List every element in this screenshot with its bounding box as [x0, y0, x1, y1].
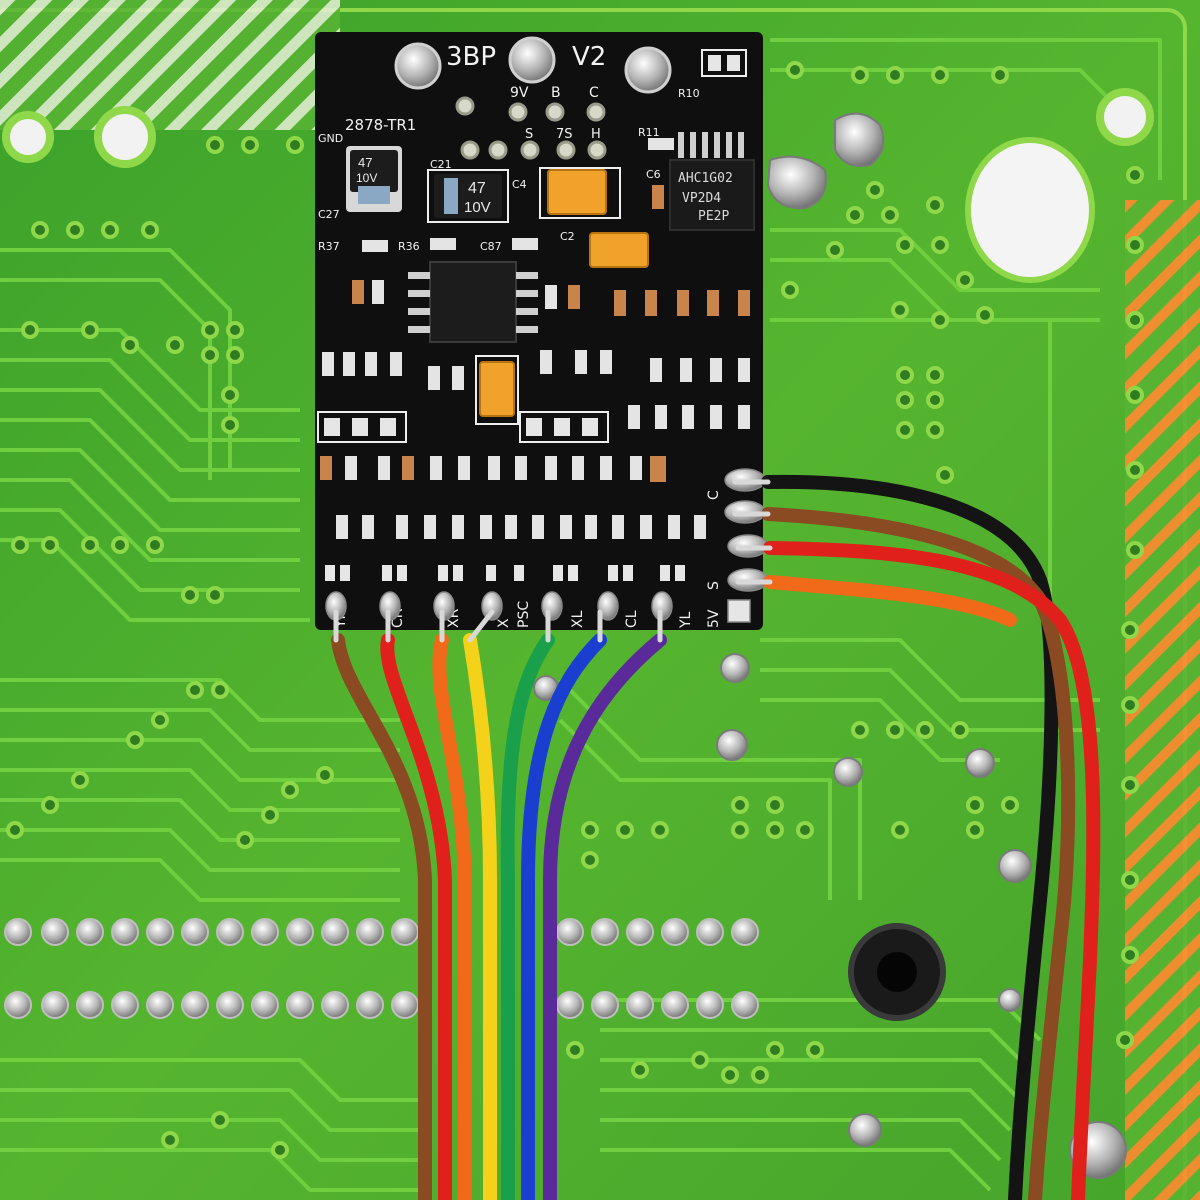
- mod-jumper-row-right: [519, 411, 609, 443]
- wire-blue-xl: [521, 633, 607, 1200]
- cap-c21-voltage: 10V: [464, 199, 491, 216]
- ref-r11: R11: [638, 126, 660, 139]
- mod-pin-label-h: H: [591, 127, 601, 142]
- hatch-area-top-left: [0, 0, 340, 130]
- ic-ahc1g02-line1: AHC1G02: [678, 171, 733, 186]
- wire-tinned-ends: [333, 479, 773, 643]
- cap-c7-tantalum: [479, 361, 515, 417]
- wire-orange-right: [763, 575, 1017, 627]
- mod-pad-top-center: [508, 36, 556, 84]
- wire-red-cr: [380, 633, 452, 1200]
- mod-jumper-pad-b: [727, 55, 740, 71]
- mod-jumper-pad-a: [708, 55, 721, 71]
- mod-bottom-pads: [325, 565, 685, 581]
- mod-part-number: 2878-TR1: [345, 116, 416, 134]
- ref-r37: R37: [318, 240, 340, 253]
- mod-jumper-row-left: [317, 411, 407, 443]
- mod-pin-label-c: C: [589, 85, 599, 101]
- ref-c21: C21: [430, 158, 452, 171]
- pin-label-psc: PSC: [516, 601, 532, 628]
- mod-board: 3BP V2 2878-TR1 GND 9V B C S 7S H 47 10V: [315, 32, 769, 630]
- cap-c5-outline: [539, 167, 621, 219]
- cap-c21-value: 47: [468, 180, 486, 197]
- wire-purple-cl: [543, 633, 667, 1200]
- pin-label-cl: CL: [624, 610, 640, 628]
- pin-row-top: [4, 918, 759, 946]
- ref-c2: C2: [560, 230, 575, 243]
- mounting-hole-left-1: [2, 111, 54, 163]
- mod-jumper-pad: [701, 49, 747, 77]
- ref-r36: R36: [398, 240, 420, 253]
- mod-pin-label-b: B: [551, 85, 561, 101]
- wire-bundle-right: [761, 474, 1101, 1200]
- mod-gnd-label: GND: [318, 132, 343, 145]
- wire-green-psc: [500, 633, 555, 1200]
- solder-blobs: [533, 112, 1127, 1179]
- cap-c2-tantalum: [589, 232, 649, 268]
- ref-r10: R10: [678, 87, 700, 100]
- mod-pin-label-7s: 7S: [556, 127, 573, 142]
- mod-title-right: V2: [572, 42, 606, 72]
- mod-title-left: 3BP: [446, 42, 496, 72]
- mod-pin-label-s: S: [525, 127, 533, 142]
- mod-pin-label-9v: 9V: [510, 85, 529, 101]
- ic-soic8: [408, 261, 538, 343]
- hatch-area-right: [1125, 200, 1200, 1200]
- pin-label-right-s: S: [706, 581, 722, 590]
- cap-c27: 47 10V: [346, 146, 402, 212]
- mod-pad-top-right: [624, 46, 672, 94]
- pin-label-yl: YL: [678, 611, 694, 629]
- pin-label-x: X: [496, 618, 512, 628]
- mounting-hole-right-large: [965, 137, 1095, 283]
- cap-c27-value: 47: [358, 155, 372, 170]
- pcb-vias: [6, 61, 1144, 1159]
- mod-ref-labels: C27 C21 C4 C6 C2 R10 R11 R37 R36 C87: [318, 87, 700, 253]
- pcb-traces-left: [0, 248, 420, 1192]
- cap-c27-voltage: 10V: [356, 171, 377, 185]
- mod-bottom-joints: [325, 591, 751, 623]
- ref-c6: C6: [646, 168, 661, 181]
- pin-label-right-c: C: [706, 490, 722, 500]
- connector-pin-rows: [4, 918, 759, 1019]
- mod-header-holes: [455, 96, 607, 160]
- ic-ahc1g02-line3: PE2P: [698, 209, 729, 224]
- ref-c87: C87: [480, 240, 502, 253]
- pin-label-xl: XL: [570, 610, 586, 628]
- mounting-hole-left-2: [94, 106, 156, 168]
- pin-row-bottom: [4, 991, 759, 1019]
- mod-smd-parts: [320, 138, 750, 539]
- mod-pad-top-left: [394, 42, 442, 90]
- ref-c4: C4: [512, 178, 527, 191]
- cap-c7-outline: [475, 355, 519, 425]
- ic-ahc1g02: AHC1G02 VP2D4 PE2P: [669, 132, 755, 231]
- cap-c21: 47 10V: [427, 169, 509, 223]
- wire-red-right: [763, 541, 1101, 1200]
- mounting-hole-right-small: [1096, 88, 1154, 146]
- wire-brown-yr: [331, 633, 432, 1200]
- wire-bundle-bottom: [331, 633, 667, 1200]
- pin-label-5v: 5V: [706, 609, 722, 628]
- wire-yellow-x: [463, 633, 497, 1200]
- cap-c5-tantalum: [547, 169, 607, 215]
- wire-brown-right: [761, 507, 1076, 1200]
- wire-orange-xr: [432, 633, 472, 1200]
- jack-socket-hole: [877, 952, 917, 992]
- wire-black: [761, 474, 1059, 1200]
- ref-c27: C27: [318, 208, 340, 221]
- ic-ahc1g02-line2: VP2D4: [682, 191, 721, 206]
